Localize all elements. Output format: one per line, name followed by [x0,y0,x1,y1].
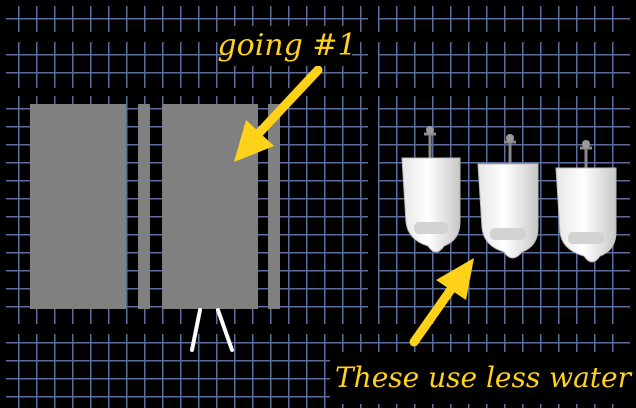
stall-post [268,104,280,309]
stall-door-left [30,104,126,309]
stall-divider [138,104,150,309]
stall-caption: going #1 [222,26,352,66]
urinal-caption: These use less water [330,352,636,404]
